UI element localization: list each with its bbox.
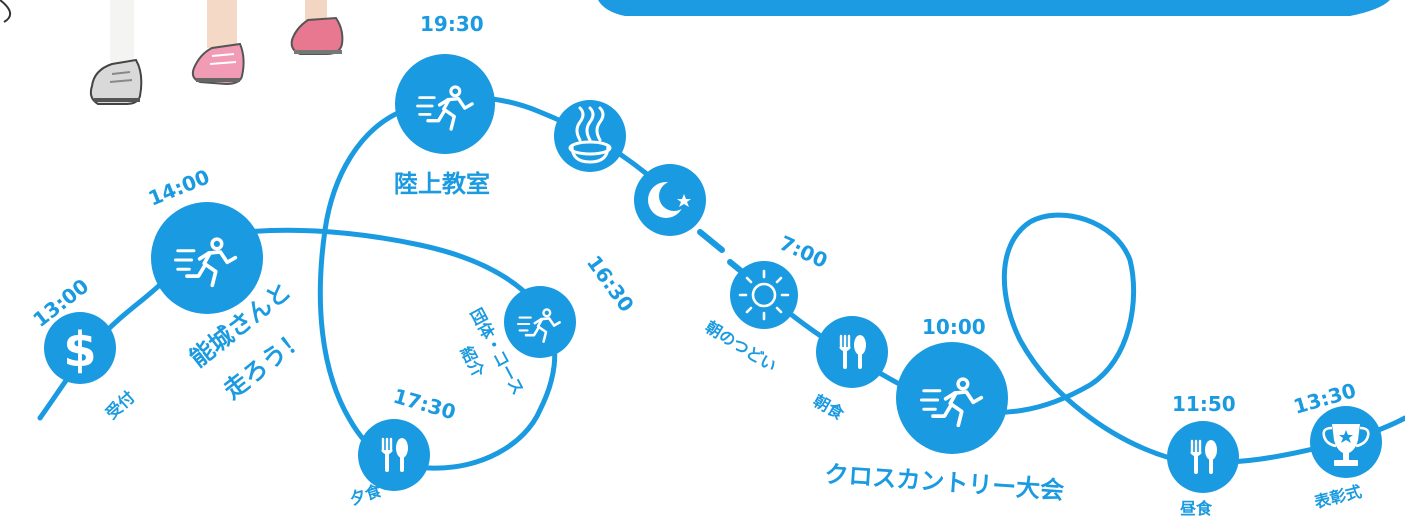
- label-reception: 受付: [102, 387, 139, 423]
- label-cross-country: クロスカントリー大会: [824, 460, 1065, 505]
- hot-spring-icon: [568, 106, 612, 164]
- time-16-30: 16:30: [582, 251, 639, 317]
- time-10-00: 10:00: [922, 315, 986, 339]
- time-7-00: 7:00: [776, 231, 831, 273]
- label-track-class: 陸上教室: [394, 170, 490, 198]
- label-dinner: 夕食: [347, 481, 384, 509]
- event-morning-gathering: 7:00 朝のつどい: [702, 231, 831, 376]
- event-hot-spring: [554, 100, 626, 172]
- label-lunch: 昼食: [1179, 499, 1213, 517]
- event-group-course-intro: 16:30 団体・コース 紹介: [456, 251, 638, 398]
- label-breakfast: 朝食: [810, 391, 848, 424]
- event-dinner: 17:30 夕食: [347, 384, 458, 509]
- event-lunch: 11:50 昼食: [1167, 392, 1239, 517]
- label-award-ceremony: 表彰式: [1311, 482, 1363, 512]
- event-award-ceremony: 13:30 表彰式: [1291, 378, 1382, 512]
- sun-icon: [738, 269, 790, 321]
- label-group-line2: 紹介: [456, 343, 488, 381]
- trophy-icon: [1322, 424, 1370, 466]
- svg-text:$: $: [63, 322, 96, 378]
- event-run-with-noshiro: 14:00 能城さんと 走ろう！: [145, 165, 311, 405]
- event-night: [634, 164, 706, 236]
- runners-illustration-image: [0, 0, 344, 105]
- time-11-50: 11:50: [1172, 392, 1236, 416]
- event-track-class: 19:30 陸上教室: [394, 12, 495, 198]
- dollar-icon: $: [63, 322, 96, 378]
- time-17-30: 17:30: [391, 384, 459, 425]
- moon-star-icon: [648, 181, 691, 218]
- event-reception: $ 13:00 受付: [28, 274, 138, 423]
- event-breakfast: 朝食: [810, 316, 888, 424]
- header-banner: [598, 0, 1390, 16]
- time-19-30: 19:30: [420, 12, 484, 36]
